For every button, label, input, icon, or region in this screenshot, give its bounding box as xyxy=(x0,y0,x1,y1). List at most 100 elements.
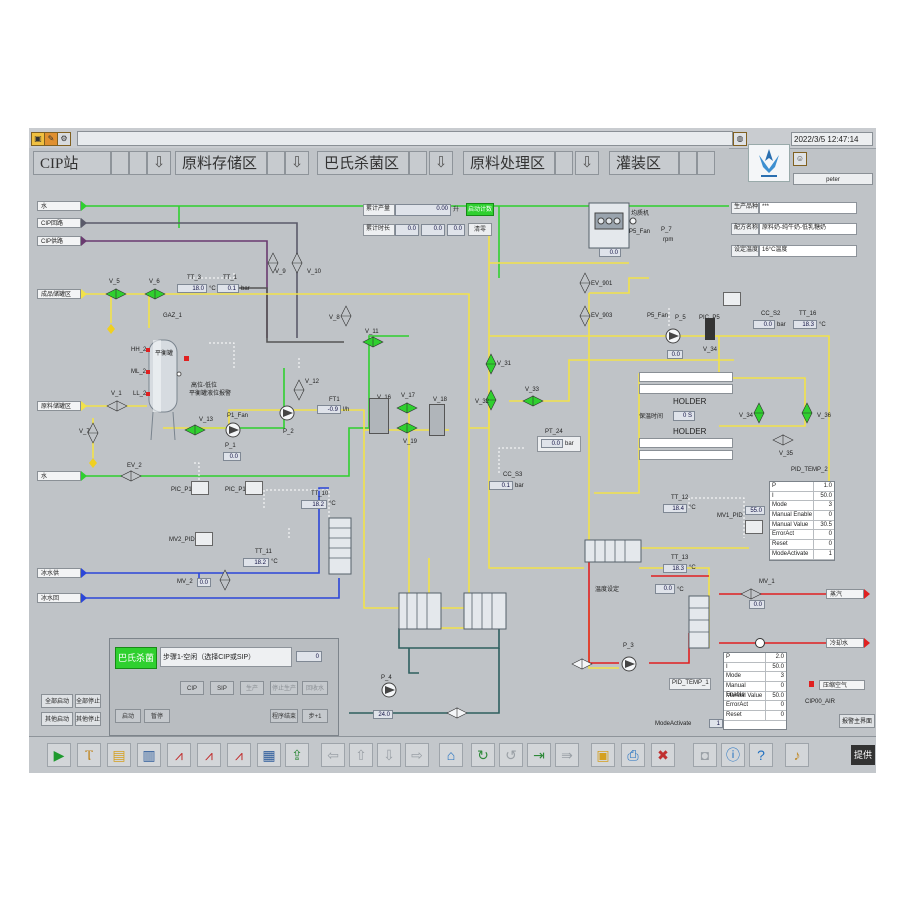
arrow-right-icon[interactable]: ⇨ xyxy=(405,743,429,767)
step-description: 步骤1-空闲（选择CIP或SIP） xyxy=(160,647,292,667)
tool-icon[interactable]: Ⲧ xyxy=(77,743,101,767)
watermark: 提供 xyxy=(851,745,875,765)
plate-hx-2 xyxy=(463,592,507,630)
time-seconds: 0.0 xyxy=(447,224,465,236)
hmi-screen: ▣ ✎ ⚙ ◍ 2022/3/5 12:47:14 ☺ peter CIP站 ⇩… xyxy=(29,128,876,773)
valve-v17 xyxy=(396,402,418,414)
p5-value: 0.0 xyxy=(667,350,683,359)
stop-all-button[interactable]: 全部停止 xyxy=(75,694,101,708)
trend-icon[interactable]: ⩘ xyxy=(167,743,191,767)
time-minutes: 0.0 xyxy=(421,224,445,236)
cip-button[interactable]: CIP xyxy=(180,681,204,695)
start-count-button[interactable]: 启动计数 xyxy=(466,203,494,216)
temp-setpoint-value[interactable]: 0.0 xyxy=(655,584,675,594)
start-button[interactable]: 启动 xyxy=(115,709,141,723)
arrow-down-icon[interactable]: ⇩ xyxy=(377,743,401,767)
alarm-indicator xyxy=(184,356,189,361)
trend3-icon[interactable]: ⩘ xyxy=(227,743,251,767)
mv2-pid-faceplate[interactable] xyxy=(195,532,213,546)
plate-hx-1 xyxy=(398,592,442,630)
report-icon[interactable]: ▥ xyxy=(137,743,161,767)
start-all-button[interactable]: 全部启动 xyxy=(41,694,73,708)
sip-button[interactable]: SIP xyxy=(210,681,234,695)
tab-cip-station[interactable]: CIP站 xyxy=(33,151,111,175)
tt1-value: 0.1 xyxy=(217,284,239,293)
valve-v33 xyxy=(522,395,544,407)
recipe-icon[interactable]: ▦ xyxy=(257,743,281,767)
tab-raw-storage[interactable]: 原料存储区 xyxy=(175,151,267,175)
trend2-icon[interactable]: ⩘ xyxy=(197,743,221,767)
save-icon[interactable]: ▣ xyxy=(591,743,615,767)
chevron-down-icon[interactable]: ⇩ xyxy=(147,151,171,175)
inlet-steam: 蒸汽 xyxy=(826,589,864,599)
tab-filling[interactable]: 灌装区 xyxy=(609,151,679,175)
homogenizer-value: 0.0 xyxy=(599,248,621,257)
print-icon[interactable]: ⎙ xyxy=(621,743,645,767)
alarm-bell-icon[interactable]: ◍ xyxy=(733,132,747,146)
delete-icon[interactable]: ✖ xyxy=(651,743,675,767)
help-icon[interactable]: ? xyxy=(749,743,773,767)
play-icon[interactable]: ▶ xyxy=(47,743,71,767)
inlet-water: 水 xyxy=(37,201,81,211)
mv1-value: 0.0 xyxy=(749,600,765,609)
tab-raw-processing[interactable]: 原料处理区 xyxy=(463,151,555,175)
valve-v35 xyxy=(772,434,794,446)
pt24-value: 0.0 xyxy=(541,439,563,448)
forward-icon[interactable]: ⇛ xyxy=(555,743,579,767)
settings-icon[interactable]: ⚙ xyxy=(57,132,71,146)
valve-v10 xyxy=(291,252,303,274)
home-icon[interactable]: ⌂ xyxy=(439,743,463,767)
user-icon[interactable]: ☺ xyxy=(793,152,807,166)
holder-tube-1 xyxy=(639,372,733,382)
pic-p5-faceplate[interactable] xyxy=(723,292,741,306)
produce-button[interactable]: 生产 xyxy=(240,681,264,695)
valve-cluster-v18 xyxy=(429,404,445,436)
info-icon[interactable]: ⓘ xyxy=(721,743,745,767)
pic-p1-faceplate[interactable] xyxy=(191,481,209,495)
stop-produce-button[interactable]: 停止生产 xyxy=(270,681,298,695)
flow-counter-value: 0.00 xyxy=(395,204,451,216)
folder-icon[interactable]: ▤ xyxy=(107,743,131,767)
import-icon[interactable]: ⇪ xyxy=(285,743,309,767)
alarm-main-button[interactable]: 报警主界面 xyxy=(839,714,875,728)
set-temp-field: 16°C温度 xyxy=(759,245,857,257)
other-stop-button[interactable]: 其他停止 xyxy=(75,712,101,726)
pasteurization-control-panel: 巴氏杀菌 步骤1-空闲（选择CIP或SIP） 0 CIP SIP 生产 停止生产… xyxy=(109,638,339,736)
arrow-left-icon[interactable]: ⇦ xyxy=(321,743,345,767)
step-next-button[interactable]: 步+1 xyxy=(302,709,328,723)
pause-button[interactable]: 暂停 xyxy=(144,709,170,723)
arrow-up-icon[interactable]: ⇧ xyxy=(349,743,373,767)
recover-water-button[interactable]: 回收水 xyxy=(302,681,328,695)
chevron-down-icon[interactable]: ⇩ xyxy=(429,151,453,175)
disk-icon[interactable]: ◘ xyxy=(693,743,717,767)
program-end-button[interactable]: 程序结束 xyxy=(270,709,298,723)
sound-icon[interactable]: ♪ xyxy=(785,743,809,767)
edit-icon[interactable]: ✎ xyxy=(44,132,58,146)
refresh-icon[interactable]: ↻ xyxy=(471,743,495,767)
export-icon[interactable]: ⇥ xyxy=(527,743,551,767)
valve-v5 xyxy=(105,288,127,300)
chevron-down-icon[interactable]: ⇩ xyxy=(575,151,599,175)
reset-count-button[interactable]: 清零 xyxy=(468,223,492,236)
pic-p1b-faceplate[interactable] xyxy=(245,481,263,495)
valve-mv2 xyxy=(219,569,231,591)
mode-activate-value: 1 xyxy=(709,719,723,728)
pid-temp1-label[interactable]: PID_TEMP_1 xyxy=(669,678,711,690)
valve-cluster-v16 xyxy=(369,398,389,434)
redo-icon[interactable]: ↺ xyxy=(499,743,523,767)
other-start-button[interactable]: 其他启动 xyxy=(41,712,73,726)
tab-pasteurization[interactable]: 巴氏杀菌区 xyxy=(317,151,409,175)
mv1-pid-faceplate[interactable] xyxy=(745,520,763,534)
tt3-value: 18.0 xyxy=(177,284,207,293)
chevron-down-icon[interactable]: ⇩ xyxy=(285,151,309,175)
inlet-raw-tank: 原料储罐区 xyxy=(37,401,81,411)
